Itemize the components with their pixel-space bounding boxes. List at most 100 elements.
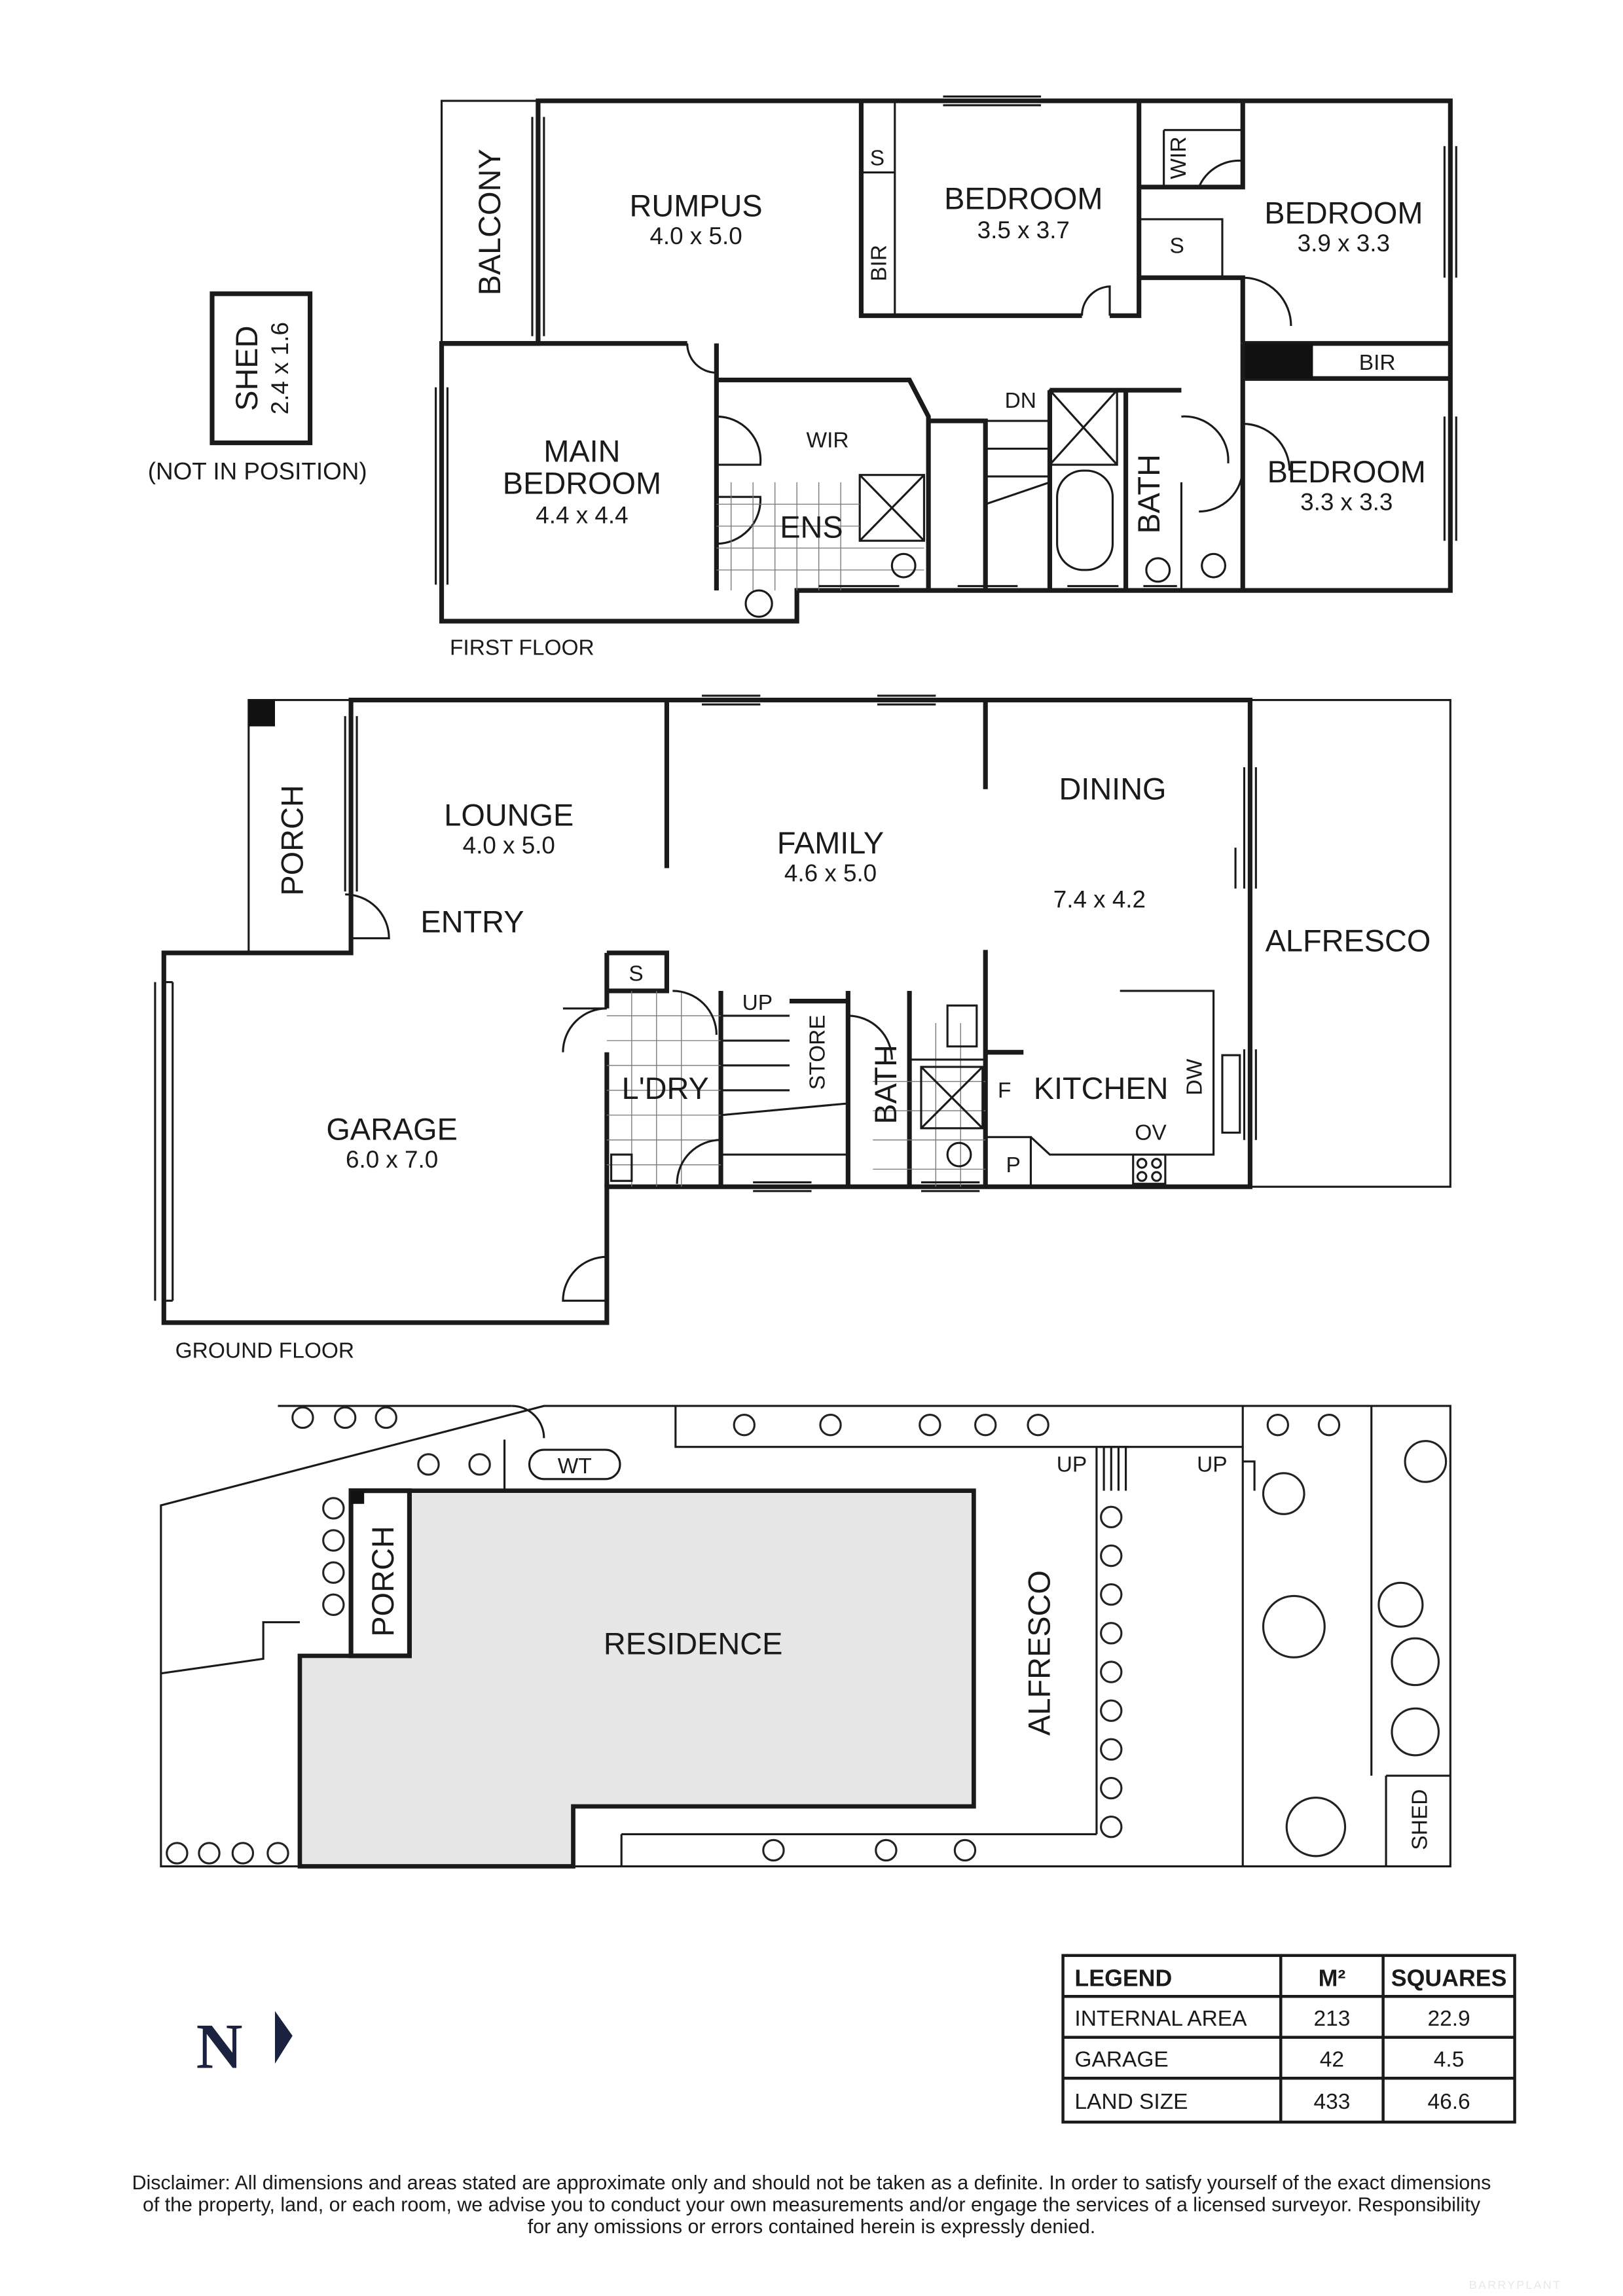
shrub-icon [1266, 1413, 1290, 1437]
room-label-kitchen: KITCHEN [1034, 1071, 1169, 1105]
tree-icon [1391, 1637, 1440, 1687]
legend-header-m2: M² [1319, 1965, 1346, 1992]
shrub-icon [1100, 1622, 1123, 1645]
shed-note: (NOT IN POSITION) [148, 457, 367, 484]
disclaimer: Disclaimer: All dimensions and areas sta… [132, 2172, 1491, 2238]
room-label-bedroom-4: BEDROOM [1267, 455, 1426, 489]
ground-floor-labels: PORCH LOUNGE 4.0 x 5.0 ENTRY FAMILY 4.6 … [175, 772, 1431, 1363]
label-wir-main: WIR [807, 428, 849, 452]
room-label-entry: ENTRY [420, 905, 524, 939]
residence-footprint [297, 1488, 976, 1869]
legend-header-legend: LEGEND [1074, 1965, 1172, 1992]
room-size-bedroom-3: 3.9 x 3.3 [1298, 230, 1390, 257]
disclaimer-line-3: for any omissions or errors contained he… [528, 2216, 1095, 2238]
shrub-icon [1100, 1660, 1123, 1683]
label-oven: OV [1135, 1121, 1167, 1145]
disclaimer-line-2: of the property, land, or each room, we … [143, 2194, 1481, 2215]
room-size-rumpus: 4.0 x 5.0 [649, 223, 742, 249]
legend-row-label: INTERNAL AREA [1074, 2007, 1247, 2031]
room-label-dining: DINING [1059, 772, 1166, 806]
site-plan: WT UP UP PORCH RESIDENCE ALFRESCO SHED [160, 1405, 1451, 1869]
room-label-ensuite: ENS [780, 511, 843, 545]
shrub-icon [1100, 1699, 1123, 1722]
room-label-bedroom-2: BEDROOM [944, 181, 1103, 215]
site-label-porch: PORCH [366, 1526, 400, 1636]
room-size-bedroom-4: 3.3 x 3.3 [1300, 488, 1393, 515]
north-arrow-icon [274, 2011, 293, 2064]
ground-floor-title: GROUND FLOOR [175, 1338, 354, 1363]
label-dn: DN [1005, 389, 1036, 413]
shrub-icon [266, 1842, 289, 1865]
disclaimer-line-1: Disclaimer: All dimensions and areas sta… [132, 2172, 1491, 2194]
site-label-residence: RESIDENCE [604, 1627, 783, 1661]
north-label: N [196, 2011, 243, 2083]
first-floor-plan [435, 95, 1457, 624]
shrub-icon [322, 1529, 345, 1552]
shrub-icon [198, 1842, 221, 1865]
legend-row-squares: 4.5 [1434, 2047, 1465, 2072]
room-label-shed: SHED [230, 326, 264, 411]
room-label-bath-first: BATH [1132, 454, 1166, 534]
room-label-bath-ground: BATH [869, 1045, 903, 1124]
north-arrow: N [196, 2011, 293, 2083]
legend-row-m2: 433 [1314, 2090, 1351, 2114]
label-s1: S [870, 146, 884, 170]
first-floor-title: FIRST FLOOR [450, 636, 594, 660]
room-label-bedroom-3: BEDROOM [1264, 196, 1423, 230]
first-floor-labels: BALCONY RUMPUS 4.0 x 5.0 S BIR BEDROOM 3… [148, 137, 1426, 660]
label-bir2: BIR [1359, 351, 1396, 375]
label-water-tank: WT [558, 1454, 592, 1479]
ground-floor-plan [154, 694, 1451, 1325]
shrub-icon [322, 1497, 345, 1520]
shrub-icon [1100, 1816, 1123, 1839]
room-label-lounge: LOUNGE [444, 798, 574, 833]
shrub-icon [322, 1561, 345, 1584]
room-label-balcony: BALCONY [473, 149, 507, 295]
room-size-dining: 7.4 x 4.2 [1053, 886, 1146, 913]
room-label-rumpus: RUMPUS [630, 188, 763, 223]
room-size-bedroom-2: 3.5 x 3.7 [977, 217, 1070, 243]
label-pantry: P [1006, 1153, 1020, 1177]
shrub-icon [1027, 1413, 1049, 1437]
label-s2: S [1170, 234, 1184, 258]
room-label-laundry: L'DRY [622, 1071, 709, 1105]
shrub-icon [1317, 1413, 1341, 1437]
legend-header-squares: SQUARES [1391, 1965, 1507, 1992]
shrub-icon [1100, 1738, 1123, 1761]
shrub-icon [291, 1406, 314, 1429]
shrub-icon [1100, 1505, 1123, 1529]
legend-row-squares: 46.6 [1427, 2090, 1470, 2114]
shrub-icon [762, 1839, 785, 1862]
label-up-site-2: UP [1197, 1453, 1228, 1477]
label-bir1: BIR [867, 245, 891, 281]
label-up-site-1: UP [1057, 1453, 1087, 1477]
room-label-main-bedroom-1: MAIN [543, 435, 620, 469]
shrub-icon [1100, 1776, 1123, 1800]
shrub-icon [468, 1453, 491, 1476]
shrub-icon [333, 1406, 357, 1429]
shrub-icon [166, 1842, 189, 1865]
room-size-main-bedroom: 4.4 x 4.4 [536, 501, 628, 528]
watermark: BARRYPLANT [1469, 2278, 1561, 2291]
legend-table: LEGEND M² SQUARES INTERNAL AREA 213 22.9… [1061, 1954, 1516, 2124]
shrub-icon [819, 1413, 842, 1437]
shrub-icon [733, 1413, 756, 1437]
legend-row-squares: 22.9 [1427, 2007, 1470, 2031]
legend-row-label: LAND SIZE [1074, 2090, 1188, 2114]
room-label-family: FAMILY [777, 826, 884, 860]
site-label-shed: SHED [1408, 1789, 1432, 1850]
room-size-family: 4.6 x 5.0 [784, 859, 877, 886]
shrub-icon [1100, 1583, 1123, 1606]
legend-row-m2: 42 [1320, 2047, 1344, 2072]
room-label-garage: GARAGE [326, 1113, 458, 1147]
shrub-icon [231, 1842, 255, 1865]
label-dishwasher: DW [1183, 1058, 1207, 1095]
room-size-shed: 2.4 x 1.6 [266, 322, 293, 414]
shrub-icon [953, 1839, 977, 1862]
tree-icon [1285, 1796, 1347, 1857]
tree-icon [1262, 1472, 1305, 1515]
shrub-icon [875, 1839, 898, 1862]
shrub-icon [974, 1413, 997, 1437]
label-up: UP [742, 991, 773, 1015]
